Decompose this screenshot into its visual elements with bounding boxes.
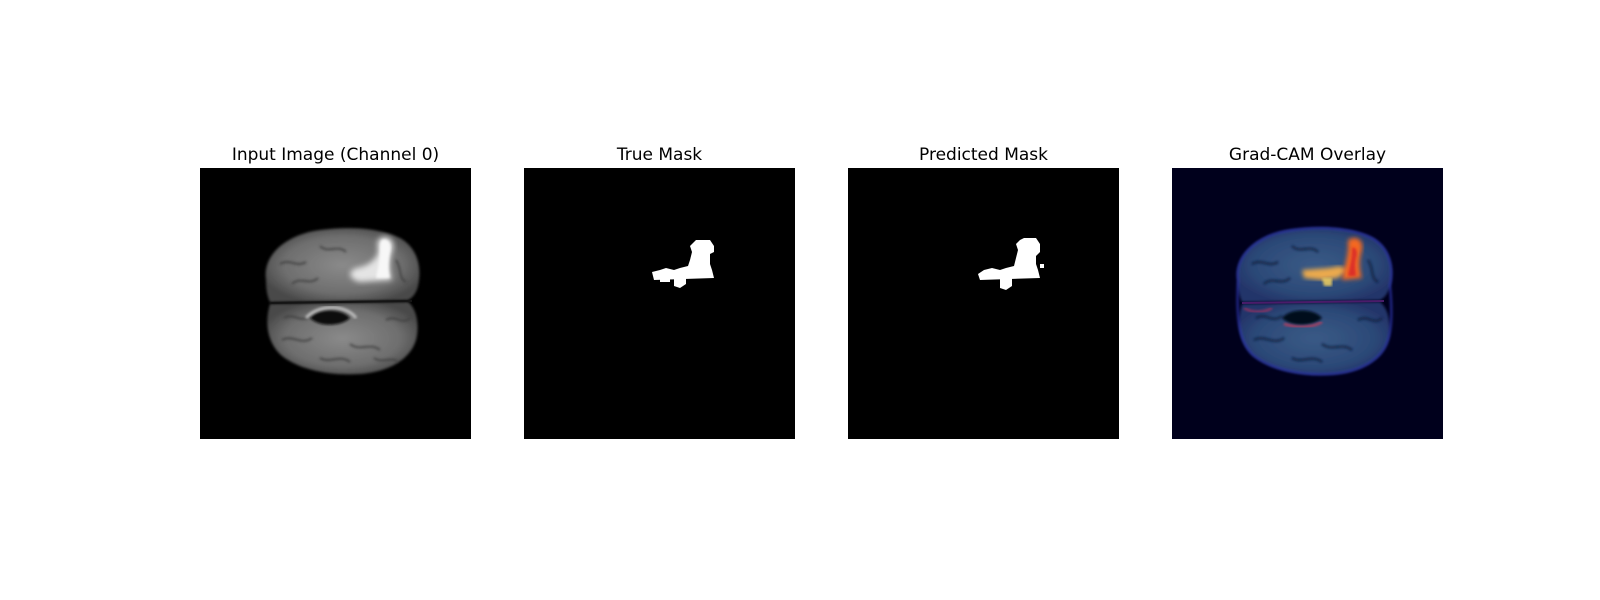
panel-title-input-image: Input Image (Channel 0) <box>231 145 440 165</box>
panel-gradcam-overlay: Grad-CAM Overlay <box>1172 142 1443 439</box>
true-mask-image <box>524 168 795 439</box>
panel-predicted-mask: Predicted Mask <box>848 142 1119 439</box>
predicted-mask-image <box>848 168 1119 439</box>
panel-title-predicted-mask: Predicted Mask <box>919 145 1048 165</box>
panel-title-true-mask: True Mask <box>616 145 703 165</box>
panel-title-gradcam-overlay: Grad-CAM Overlay <box>1228 145 1387 165</box>
panel-input-image: Input Image (Channel 0) <box>200 142 471 439</box>
panel-true-mask: True Mask <box>524 142 795 439</box>
gradcam-overlay-image <box>1172 168 1443 439</box>
input-image <box>200 168 471 439</box>
